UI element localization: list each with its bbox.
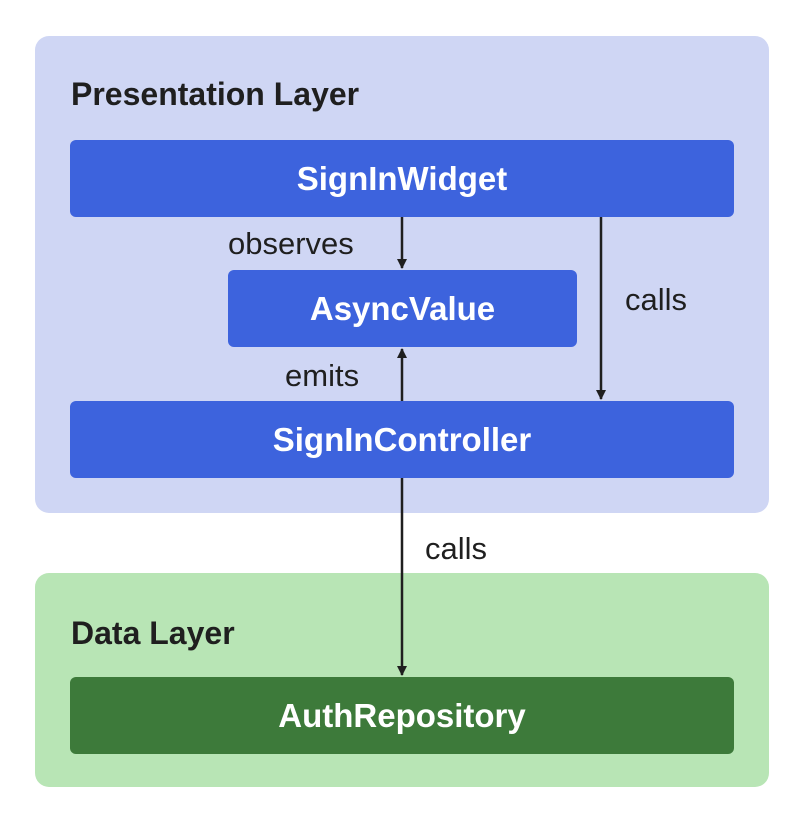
emits-label: emits <box>285 358 360 393</box>
async-value-node: AsyncValue <box>228 270 577 347</box>
sign-in-controller-node: SignInController <box>70 401 734 478</box>
observes-label: observes <box>228 226 354 261</box>
calls-widget-controller-label: calls <box>625 282 688 317</box>
presentation-layer-title: Presentation Layer <box>71 76 360 112</box>
sign-in-widget-node: SignInWidget <box>70 140 734 217</box>
auth-repository-node: AuthRepository <box>70 677 734 754</box>
data-layer-title: Data Layer <box>71 615 235 651</box>
calls-controller-repository-label: calls <box>425 531 488 566</box>
